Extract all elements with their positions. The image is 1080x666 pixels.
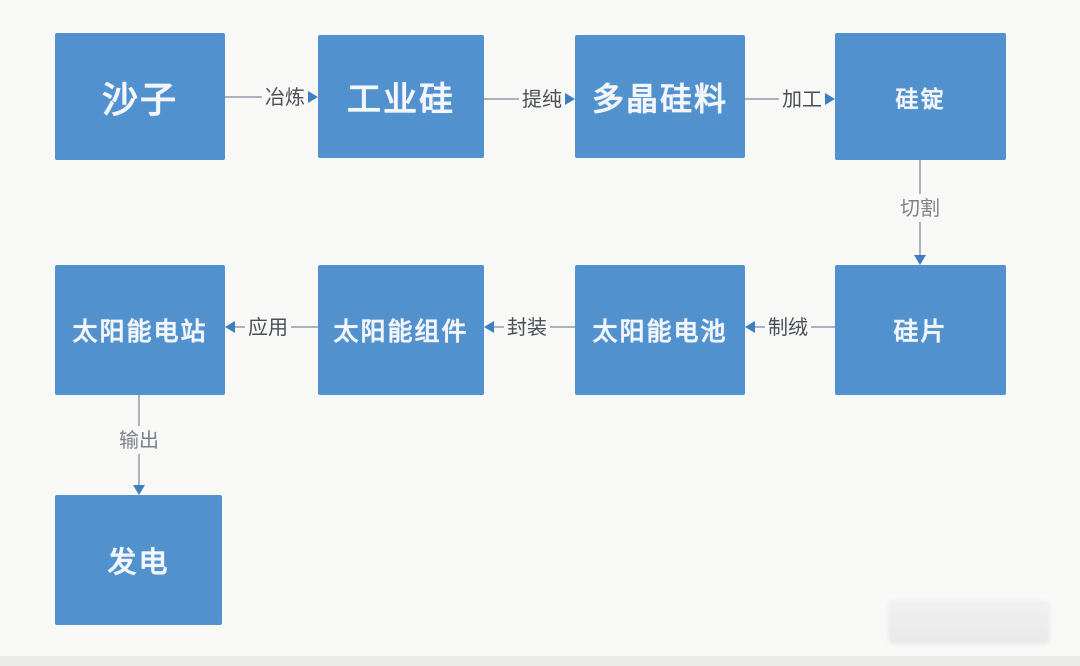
edge-label-smelting: 冶炼 (265, 85, 305, 109)
edge-line (494, 326, 504, 328)
edge-solar-module-to-solar-station: 应用 (225, 315, 318, 339)
arrow-down-icon (914, 255, 926, 265)
edge-line (138, 454, 140, 485)
edge-line (550, 326, 575, 328)
edge-label-purification: 提纯 (522, 87, 562, 111)
edge-sand-to-industrial-silicon: 冶炼 (225, 85, 318, 109)
edge-line (484, 98, 519, 100)
arrow-left-icon (484, 321, 494, 333)
node-solar-cell-label: 太阳能电池 (592, 317, 728, 346)
edge-label-cutting: 切割 (900, 195, 940, 220)
edge-label-packaging: 封装 (507, 315, 547, 339)
node-solar-cell: 太阳能电池 (575, 265, 745, 395)
node-solar-module: 太阳能组件 (318, 265, 484, 395)
edge-line (235, 326, 245, 328)
node-solar-station: 太阳能电站 (55, 265, 225, 395)
node-sand-label: 沙子 (101, 79, 178, 121)
node-sand: 沙子 (55, 33, 225, 160)
arrow-down-icon (133, 485, 145, 495)
edge-line (138, 395, 140, 426)
node-silicon-wafer-label: 硅片 (893, 317, 948, 346)
arrow-left-icon (745, 321, 755, 333)
node-industrial-silicon: 工业硅 (318, 35, 484, 158)
edge-label-processing: 加工 (782, 87, 822, 111)
node-solar-station-label: 太阳能电站 (72, 317, 208, 346)
edge-silicon-wafer-to-solar-cell: 制绒 (745, 315, 835, 339)
edge-solar-station-to-power-generation: 输出 (111, 395, 167, 495)
node-power-generation: 发电 (55, 495, 222, 625)
watermark-blur-block (888, 600, 1050, 644)
node-silicon-ingot: 硅锭 (835, 33, 1006, 160)
edge-line (755, 326, 765, 328)
edge-industrial-silicon-to-polysilicon: 提纯 (484, 87, 575, 111)
node-solar-module-label: 太阳能组件 (333, 317, 469, 346)
edge-line (919, 160, 921, 194)
edge-label-application: 应用 (248, 315, 288, 339)
arrow-right-icon (825, 93, 835, 105)
edge-line (291, 326, 318, 328)
edge-line (919, 221, 921, 255)
edge-line (811, 326, 835, 328)
edge-silicon-ingot-to-silicon-wafer: 切割 (892, 160, 948, 265)
node-industrial-silicon-label: 工业硅 (347, 80, 455, 120)
bottom-edge-strip (0, 656, 1080, 666)
node-silicon-ingot-label: 硅锭 (895, 86, 946, 113)
edge-polysilicon-to-silicon-ingot: 加工 (745, 87, 835, 111)
node-silicon-wafer: 硅片 (835, 265, 1006, 395)
arrow-right-icon (565, 93, 575, 105)
node-polysilicon: 多晶硅料 (575, 35, 745, 158)
edge-line (225, 96, 262, 98)
edge-solar-cell-to-solar-module: 封装 (484, 315, 575, 339)
node-polysilicon-label: 多晶硅料 (591, 79, 728, 118)
edge-label-texturing: 制绒 (768, 315, 808, 339)
arrow-left-icon (225, 321, 235, 333)
node-power-generation-label: 发电 (107, 545, 170, 579)
arrow-right-icon (308, 91, 318, 103)
edge-label-output: 输出 (119, 428, 159, 452)
edge-line (745, 98, 779, 100)
